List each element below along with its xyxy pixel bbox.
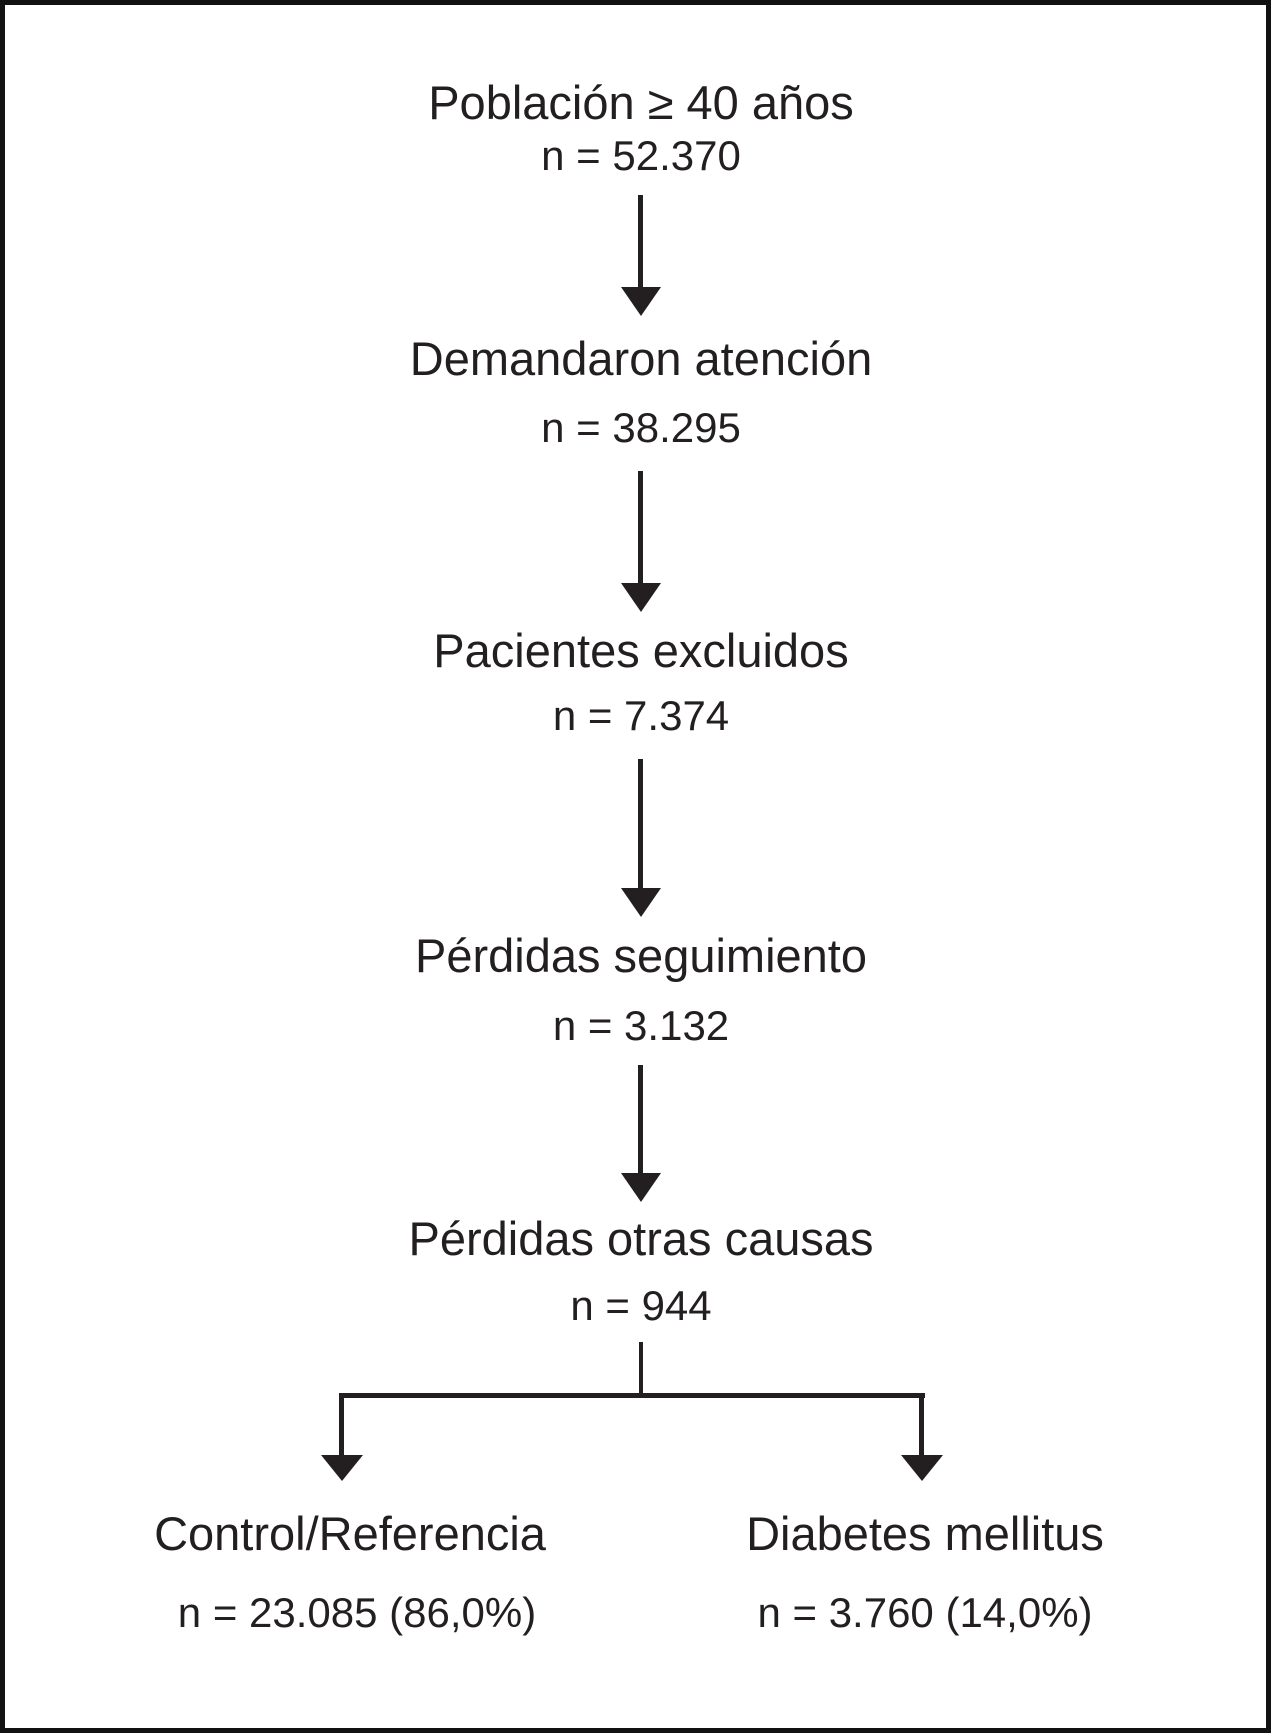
down-arrow-shaft-3 <box>638 759 643 890</box>
down-arrow-icon-1 <box>621 287 661 316</box>
down-arrow-icon-2 <box>621 583 661 612</box>
step-excluidos-value: n = 7.374 <box>552 692 730 739</box>
step-perdidas-seguimiento-value: n = 3.132 <box>552 1002 730 1049</box>
branch-left-arrow-icon <box>321 1455 363 1481</box>
branch-control-label: Control/Referencia <box>154 1507 546 1560</box>
step-perdidas-otras-label: Pérdidas otras causas <box>408 1212 874 1265</box>
branch-diabetes-value: n = 3.760 (14,0%) <box>757 1589 1093 1636</box>
step-demandaron-value: n = 38.295 <box>541 404 741 451</box>
step-excluidos-label: Pacientes excluidos <box>433 624 849 677</box>
down-arrow-shaft-4 <box>638 1065 643 1175</box>
branch-stub-line <box>639 1342 643 1395</box>
branch-left-arrow-shaft <box>339 1393 344 1457</box>
down-arrow-icon-3 <box>621 888 661 917</box>
step-poblacion-label: Población ≥ 40 años <box>428 76 854 129</box>
down-arrow-icon-4 <box>621 1173 661 1202</box>
step-poblacion-value: n = 52.370 <box>541 132 741 179</box>
branch-control-value: n = 23.085 (86,0%) <box>177 1589 537 1636</box>
branch-right-arrow-icon <box>901 1455 943 1481</box>
branch-right-arrow-shaft <box>919 1393 924 1457</box>
branch-horizontal-line <box>339 1393 925 1398</box>
step-demandaron-label: Demandaron atención <box>409 332 873 385</box>
down-arrow-shaft-2 <box>638 471 643 585</box>
step-perdidas-seguimiento-label: Pérdidas seguimiento <box>415 929 867 982</box>
branch-diabetes-label: Diabetes mellitus <box>746 1507 1104 1560</box>
step-perdidas-otras-value: n = 944 <box>570 1282 712 1329</box>
down-arrow-shaft-1 <box>638 195 643 289</box>
